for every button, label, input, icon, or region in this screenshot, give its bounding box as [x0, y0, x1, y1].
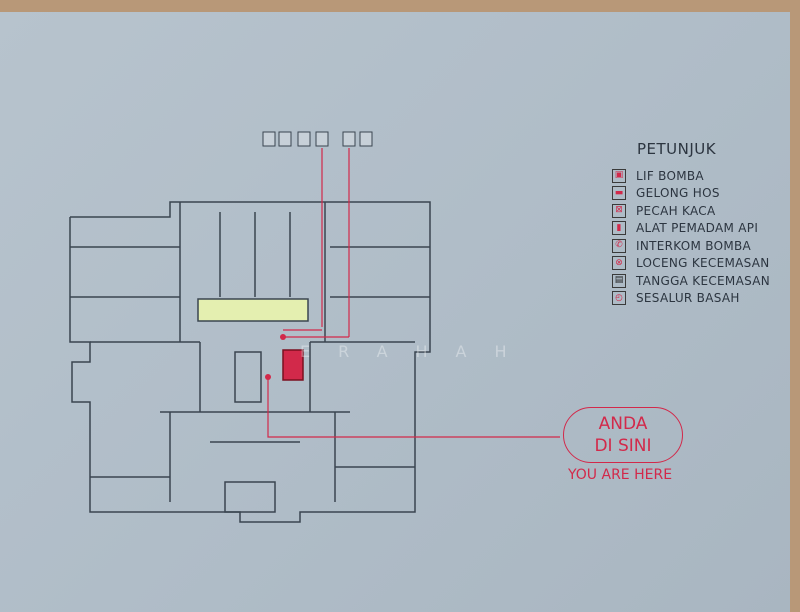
- legend-item: ▣ LIF BOMBA: [612, 167, 770, 185]
- legend-label: ALAT PEMADAM API: [636, 221, 759, 236]
- fire-intercom-icon: ✆: [612, 238, 626, 253]
- building-outline: [69, 201, 431, 523]
- legend-label: GELONG HOS: [636, 186, 720, 201]
- symbol-cluster: [262, 131, 373, 147]
- you-are-here-line1: ANDA: [598, 414, 648, 434]
- you-are-here-marker: ANDA DI SINI: [563, 407, 683, 463]
- symbol-leader-lines: [267, 148, 560, 438]
- legend-label: TANGGA KECEMASAN: [636, 273, 771, 288]
- alarm-bell-icon: ⊗: [612, 256, 626, 271]
- legend-item: ◴ SESALUR BASAH: [612, 290, 770, 308]
- legend-label: SESALUR BASAH: [636, 291, 740, 306]
- fire-lift-icon: ▣: [612, 168, 626, 183]
- floor-plan: [69, 131, 560, 523]
- legend-item: ▤ TANGGA KECEMASAN: [612, 272, 770, 290]
- break-glass-icon: ⊠: [612, 203, 626, 218]
- legend-item: ▬ GELONG HOS: [612, 185, 770, 203]
- legend-item: ⊗ LOCENG KECEMASAN: [612, 255, 770, 273]
- fire-extinguisher-icon: ▮: [612, 221, 626, 236]
- evacuation-map-sign: ERAHAH PETUNJUK ▣ LIF BOMBA ▬ GELONG HOS ⊠…: [0, 12, 790, 612]
- legend-label: INTERKOM BOMBA: [636, 238, 752, 253]
- you-are-here-line2: DI SINI: [594, 436, 652, 456]
- emergency-stairs-icon: ▤: [612, 273, 626, 288]
- legend: ▣ LIF BOMBA ▬ GELONG HOS ⊠ PECAH KACA ▮ ALAT…: [612, 167, 770, 307]
- legend-label: LIF BOMBA: [636, 168, 704, 183]
- watermark: ERAHAH: [300, 342, 535, 361]
- legend-title: PETUNJUK: [637, 140, 717, 158]
- legend-item: ⊠ PECAH KACA: [612, 202, 770, 220]
- legend-label: PECAH KACA: [636, 203, 716, 218]
- fire-lift-marker: [282, 349, 304, 381]
- legend-item: ✆ INTERKOM BOMBA: [612, 237, 770, 255]
- emergency-stairs-highlight: [197, 298, 309, 322]
- wet-riser-icon: ◴: [612, 291, 626, 306]
- legend-label: LOCENG KECEMASAN: [636, 256, 770, 271]
- legend-item: ▮ ALAT PEMADAM API: [612, 220, 770, 238]
- you-are-here-english: YOU ARE HERE: [568, 467, 673, 483]
- hose-reel-icon: ▬: [612, 186, 626, 201]
